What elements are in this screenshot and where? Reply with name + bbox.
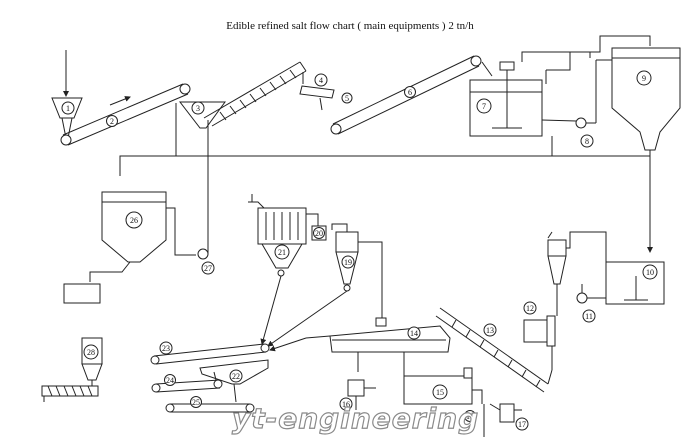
label-14: 14 — [407, 326, 421, 340]
label-3: 3 — [191, 101, 205, 115]
belt-conveyor-5 — [330, 55, 493, 135]
svg-text:17: 17 — [518, 420, 526, 429]
label-28: 28 — [83, 344, 99, 360]
watermark: yt-engineering — [232, 402, 479, 435]
product-bin — [63, 283, 101, 304]
pump-11 — [576, 284, 608, 304]
crystallizer-9 — [611, 47, 681, 151]
fluid-bed-dryer-14 — [269, 317, 451, 376]
svg-text:5: 5 — [345, 94, 349, 103]
label-13: 13 — [483, 323, 497, 337]
svg-text:18: 18 — [466, 412, 474, 421]
bag-filter-21 — [248, 194, 319, 277]
thickener-11 — [547, 231, 607, 316]
svg-text:24: 24 — [166, 376, 174, 385]
pump-27 — [197, 120, 209, 260]
screw-conveyor-13 — [435, 307, 553, 393]
label-4: 4 — [314, 73, 328, 87]
label-16: 16 — [339, 397, 353, 411]
svg-text:25: 25 — [192, 398, 200, 407]
belt-conveyor-2 — [60, 83, 191, 146]
svg-text:6: 6 — [408, 88, 412, 97]
label-20: 20 — [313, 227, 325, 239]
svg-text:14: 14 — [410, 329, 418, 338]
label-17: 17 — [515, 417, 529, 431]
svg-text:10: 10 — [646, 268, 654, 277]
label-10: 10 — [642, 264, 658, 280]
svg-text:21: 21 — [278, 248, 286, 257]
label-8: 8 — [580, 134, 594, 148]
label-7: 7 — [476, 98, 492, 114]
centrifuge-12 — [523, 315, 556, 347]
silo-26 — [89, 191, 196, 282]
belt-conveyor-24 — [151, 379, 223, 393]
label-1: 1 — [61, 101, 75, 115]
svg-text:26: 26 — [130, 216, 138, 225]
label-22: 22 — [229, 369, 243, 383]
label-27: 27 — [201, 261, 215, 275]
svg-text:16: 16 — [342, 400, 350, 409]
svg-text:28: 28 — [87, 348, 95, 357]
svg-text:20: 20 — [315, 229, 323, 238]
feeder-4 — [299, 85, 335, 111]
label-12: 12 — [523, 301, 537, 315]
label-6: 6 — [404, 86, 416, 98]
pump-8 — [541, 60, 597, 129]
svg-text:3: 3 — [196, 104, 200, 113]
blower-16 — [347, 379, 376, 410]
svg-text:9: 9 — [642, 74, 646, 83]
svg-text:4: 4 — [319, 76, 323, 85]
label-19: 19 — [341, 255, 355, 269]
belt-conveyor-25 — [165, 403, 255, 413]
belt-conveyor-23 — [150, 343, 270, 365]
svg-text:15: 15 — [436, 388, 444, 397]
svg-text:27: 27 — [204, 264, 212, 273]
svg-text:22: 22 — [232, 372, 240, 381]
label-23: 23 — [159, 341, 173, 355]
svg-text:13: 13 — [486, 326, 494, 335]
label-26: 26 — [125, 211, 143, 229]
svg-text:7: 7 — [482, 102, 486, 111]
label-21: 21 — [274, 244, 290, 260]
label-18: 18 — [464, 410, 476, 422]
screw-conveyor-4 — [203, 61, 307, 127]
label-25: 25 — [190, 396, 202, 408]
svg-text:1: 1 — [66, 104, 70, 113]
svg-text:8: 8 — [585, 137, 589, 146]
svg-text:19: 19 — [344, 258, 352, 267]
label-2: 2 — [106, 115, 118, 127]
svg-text:11: 11 — [585, 312, 593, 321]
label-15: 15 — [432, 384, 448, 400]
chart-title: Edible refined salt flow chart ( main eq… — [226, 20, 474, 32]
dissolving-tank-7 — [469, 61, 543, 137]
label-24: 24 — [164, 374, 176, 386]
label-9: 9 — [636, 70, 652, 86]
svg-text:12: 12 — [526, 304, 534, 313]
label-5: 5 — [341, 92, 353, 104]
label-11: 11 — [582, 309, 596, 323]
cyclone-19 — [331, 223, 383, 322]
svg-text:23: 23 — [162, 344, 170, 353]
svg-text:2: 2 — [110, 117, 114, 126]
blower-17 — [483, 403, 522, 437]
mixing-hopper-3 — [178, 101, 226, 129]
